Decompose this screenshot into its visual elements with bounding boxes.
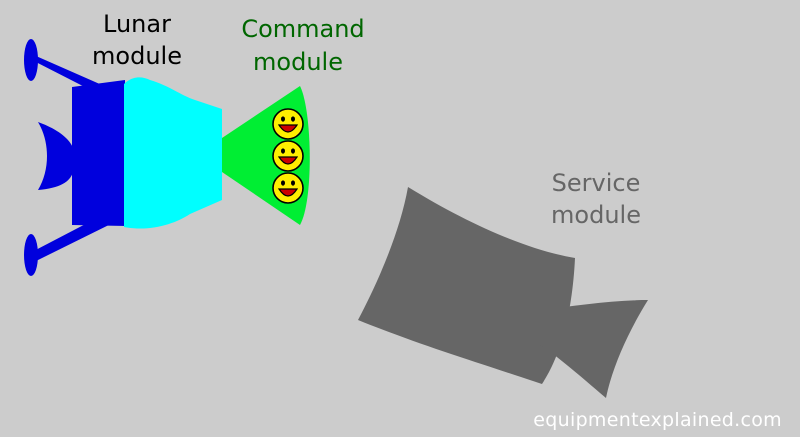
lunar-module-footpad-lower	[24, 234, 38, 276]
service-module-label-line1: Service	[552, 169, 641, 197]
lunar-module-descent-nozzle	[38, 122, 73, 190]
smiley-face-icon	[272, 108, 304, 140]
service-module-label-line2: module	[551, 201, 641, 229]
lunar-module-label-line1: Lunar	[103, 10, 171, 38]
smiley-face-icon	[272, 140, 304, 172]
smiley-face-icon	[272, 172, 304, 204]
command-module-label-line2: module	[253, 48, 343, 76]
command-module-label-line1: Command	[241, 15, 364, 43]
docking-adapter	[124, 77, 222, 229]
lunar-module-body	[72, 80, 127, 226]
service-module-engine-nozzle	[540, 300, 648, 398]
lunar-module-label-line2: module	[92, 42, 182, 70]
lunar-module	[24, 39, 127, 276]
service-module	[358, 187, 648, 398]
crew	[272, 108, 304, 204]
service-module-body	[358, 187, 575, 384]
site-credit: equipmentexplained.com	[533, 409, 782, 431]
lunar-module-footpad-upper	[24, 39, 38, 81]
